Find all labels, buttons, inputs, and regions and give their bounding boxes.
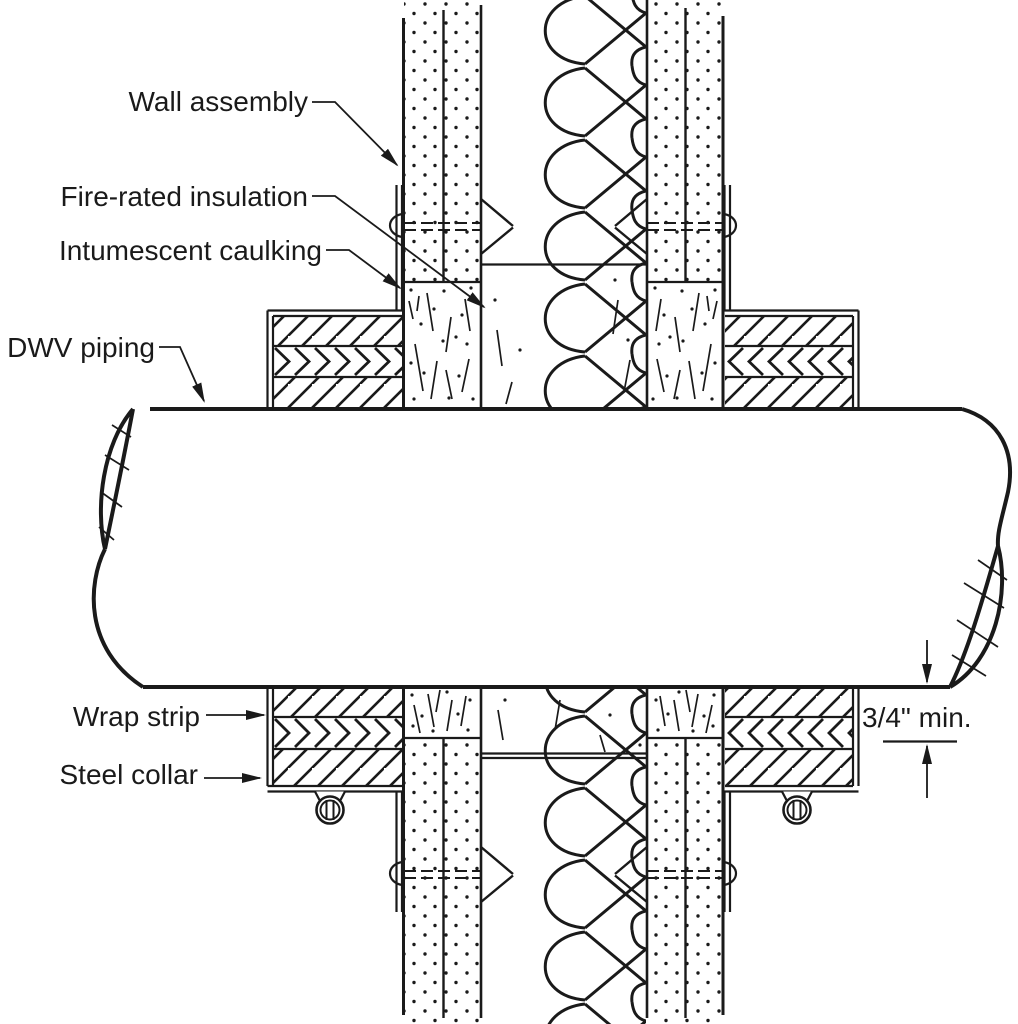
dwv-pipe bbox=[91, 407, 1012, 689]
label-steel-collar: Steel collar bbox=[59, 759, 198, 790]
wall-assembly bbox=[402, 0, 725, 1024]
pipe-break-right bbox=[948, 407, 1012, 689]
firestop-collar-assembly bbox=[266, 185, 860, 912]
pipe-break-hatch bbox=[98, 424, 1008, 677]
collar-screw-right bbox=[781, 790, 813, 825]
labels: Wall assembly Fire-rated insulation Intu… bbox=[7, 86, 322, 790]
label-intumescent-caulking: Intumescent caulking bbox=[59, 235, 322, 266]
label-wrap-strip: Wrap strip bbox=[73, 701, 200, 732]
leader-wall-assembly bbox=[312, 101, 399, 167]
toggle-bolt-bottom-right bbox=[614, 846, 738, 903]
steel-collar-top-right bbox=[723, 185, 860, 408]
toggle-bolts bbox=[388, 198, 738, 903]
wrap-strip-bottom-right bbox=[725, 689, 853, 786]
label-fire-rated-insulation: Fire-rated insulation bbox=[61, 181, 308, 212]
wrap-strip-top-right bbox=[725, 316, 853, 408]
toggle-bolt-top-right bbox=[614, 198, 738, 255]
wrap-strip-top-left bbox=[273, 316, 403, 408]
toggle-bolt-bottom-left bbox=[388, 846, 514, 903]
toggle-bolt-top-left bbox=[388, 198, 514, 255]
label-wall-assembly: Wall assembly bbox=[129, 86, 308, 117]
dimension-three-quarter-min: 3/4" min. bbox=[862, 640, 972, 798]
pipe-break-left bbox=[91, 407, 145, 689]
pipe-body-fill bbox=[94, 409, 1011, 687]
steel-collar-top-left bbox=[266, 185, 404, 408]
dimension-text: 3/4" min. bbox=[862, 702, 972, 733]
leader-fire-rated-insulation bbox=[312, 195, 486, 309]
fire-rated-insulation-fill bbox=[408, 278, 718, 753]
batt-insulation bbox=[482, 0, 646, 1024]
collar-screw-left bbox=[314, 790, 346, 825]
leader-dwv-piping bbox=[159, 346, 205, 403]
leader-lines bbox=[159, 101, 486, 783]
wrap-strip-bottom-left bbox=[273, 689, 403, 786]
wrap-strip-blocks bbox=[273, 316, 853, 786]
leader-intumescent-caulking bbox=[326, 249, 402, 290]
label-dwv-piping: DWV piping bbox=[7, 332, 155, 363]
